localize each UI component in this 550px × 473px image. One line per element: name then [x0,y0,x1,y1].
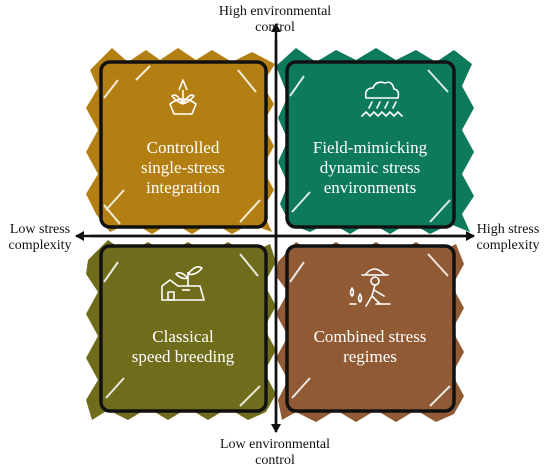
quadrant-top-left-line3: integration [146,178,220,197]
quadrant-bottom-right-line2: regimes [343,347,397,366]
axis-label-top: High environmental control [195,4,355,36]
quadrant-bottom-left-line2: speed breeding [131,347,235,366]
plant-sprout-icon [169,79,197,115]
quadrant-top-right-line1: Field-mimicking [312,138,428,157]
axis-label-left-line1: Low stress [9,222,71,237]
quadrant-bottom-right [276,242,464,422]
axis-label-right: High stress complexity [466,222,550,254]
axis-label-left-line2: complexity [8,238,72,253]
axis-label-right-line1: High stress [476,222,540,237]
farmer-planting-icon [349,268,391,307]
quadrant-top-right-line3: environments [323,178,417,197]
quadrant-top-right [276,48,474,234]
quadrant-top-right-label: Field-mimicking dynamic stress environme… [286,138,454,198]
quadrant-top-left [86,48,275,234]
quadrant-bottom-right-line1: Combined stress [313,327,427,346]
quadrant-top-left-label: Controlled single-stress integration [104,138,262,198]
quadrant-bottom-left-line1: Classical [152,327,214,346]
axis-label-bottom-line2: control [255,453,295,468]
quadrant-top-left-line2: single-stress [140,158,226,177]
rain-cloud-icon [361,81,403,118]
axis-label-bottom-line1: Low environmental [219,437,331,452]
quadrant-bottom-left [86,240,276,420]
axis-label-top-line2: control [255,20,295,35]
quadrant-top-left-line1: Controlled [146,138,220,157]
axis-label-top-line1: High environmental [218,4,332,19]
axis-label-right-line2: complexity [476,238,540,253]
axis-label-left: Low stress complexity [0,222,80,254]
quadrant-top-right-line2: dynamic stress [319,158,421,177]
quadrant-bottom-left-label: Classical speed breeding [104,327,262,367]
greenhouse-seedling-icon [161,266,205,301]
axis-label-bottom: Low environmental control [195,437,355,469]
quadrant-bottom-right-label: Combined stress regimes [286,327,454,367]
